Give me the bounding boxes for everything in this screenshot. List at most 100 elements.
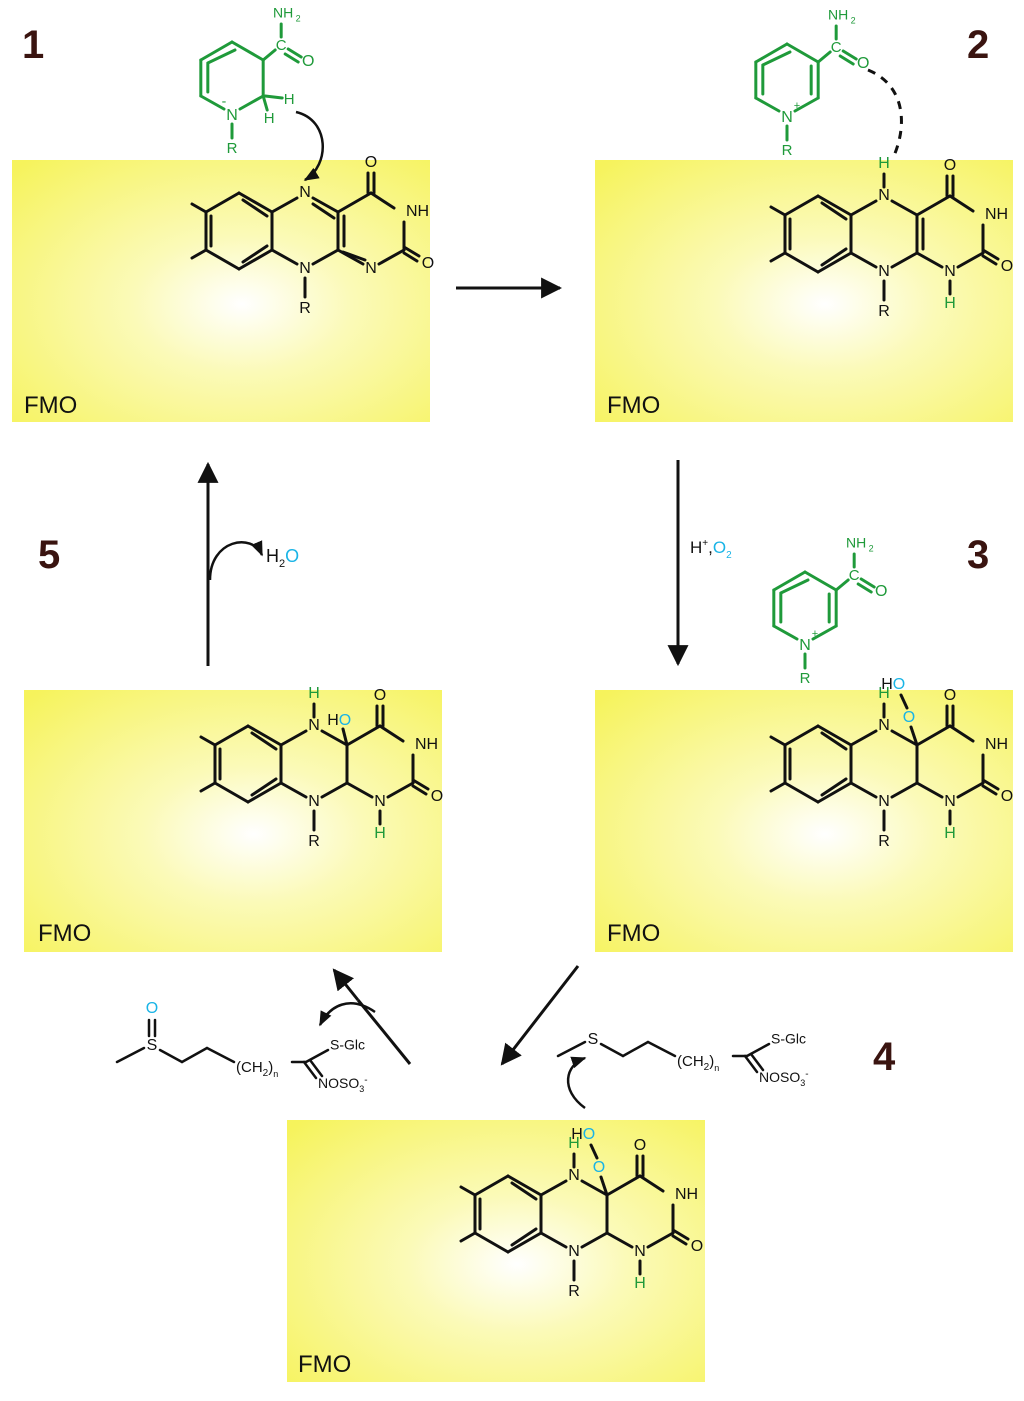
bond bbox=[377, 248, 406, 266]
atom-label: NH bbox=[273, 5, 293, 21]
atom-label: N bbox=[944, 793, 956, 810]
atom-label: N bbox=[634, 1243, 646, 1260]
bond bbox=[820, 777, 848, 797]
bond bbox=[859, 577, 876, 589]
bond bbox=[890, 199, 919, 217]
atom-label: H bbox=[308, 685, 320, 702]
arrow-4-to-5-base bbox=[356, 999, 412, 1065]
bond bbox=[816, 50, 832, 64]
atom-label: N bbox=[299, 260, 311, 277]
atom-label: O bbox=[302, 53, 314, 70]
bond bbox=[237, 248, 274, 271]
atom-label: R bbox=[568, 1283, 580, 1300]
bond bbox=[849, 729, 878, 747]
bond bbox=[369, 191, 396, 210]
bond bbox=[769, 735, 787, 747]
bond bbox=[115, 1046, 146, 1064]
bond bbox=[754, 42, 789, 64]
atom-label: H bbox=[878, 685, 890, 702]
bond bbox=[899, 693, 909, 710]
bond bbox=[793, 96, 820, 113]
atom-label: + bbox=[812, 628, 818, 640]
bond bbox=[459, 1185, 477, 1197]
bond bbox=[820, 731, 848, 751]
bond bbox=[599, 1042, 625, 1058]
atom-label: O bbox=[1001, 258, 1013, 275]
atom-label: O bbox=[944, 687, 956, 704]
bond bbox=[286, 47, 303, 59]
atom-label: N bbox=[568, 1167, 580, 1184]
bond bbox=[411, 778, 430, 791]
fmo-label-2: FMO bbox=[607, 392, 660, 419]
atom-label: O bbox=[583, 1126, 595, 1143]
bond bbox=[605, 1231, 634, 1249]
bond bbox=[205, 1046, 236, 1064]
atom-label: H bbox=[878, 155, 890, 172]
bond bbox=[459, 1231, 477, 1243]
bond bbox=[158, 1048, 184, 1064]
atom-label: N bbox=[799, 637, 811, 654]
water-release-arrow bbox=[208, 540, 264, 581]
atom-label: H bbox=[284, 91, 295, 108]
atom-label: H bbox=[374, 825, 386, 842]
atom-label: O bbox=[146, 1000, 158, 1017]
atom-label: 2 bbox=[296, 13, 301, 23]
atom-label: 2 bbox=[851, 15, 856, 25]
bond bbox=[241, 244, 269, 264]
fmo-label-4: FMO bbox=[298, 1351, 351, 1378]
bond bbox=[803, 570, 838, 592]
atom-label: N bbox=[365, 260, 377, 277]
bond bbox=[769, 781, 787, 793]
bond bbox=[539, 1231, 568, 1249]
atom-label: C bbox=[276, 37, 287, 54]
step-number-5: 5 bbox=[38, 533, 60, 577]
atom-label: O bbox=[691, 1238, 703, 1255]
atom-label: H bbox=[568, 1135, 580, 1152]
bond bbox=[539, 1179, 568, 1197]
atom-label: N bbox=[781, 109, 793, 126]
methylene-chain-label: (CH2)n bbox=[677, 1053, 719, 1073]
sulfate-oxime-label: NOSO3- bbox=[318, 1075, 368, 1094]
atom-label: C bbox=[831, 39, 842, 56]
bond bbox=[909, 725, 919, 747]
atom-label: N bbox=[878, 263, 890, 280]
atom-label: H bbox=[944, 295, 956, 312]
bond bbox=[599, 1175, 609, 1197]
atom-label: R bbox=[878, 303, 890, 320]
bond bbox=[783, 251, 820, 274]
bond bbox=[213, 724, 250, 747]
bond bbox=[506, 1174, 543, 1197]
bond bbox=[279, 729, 308, 747]
bond bbox=[849, 781, 878, 799]
bond bbox=[261, 48, 277, 62]
atom-label: H bbox=[634, 1275, 646, 1292]
bond bbox=[246, 724, 283, 747]
bond bbox=[956, 781, 985, 799]
bond bbox=[772, 570, 807, 592]
bond bbox=[402, 245, 421, 258]
bond bbox=[856, 582, 873, 594]
atom-label: R bbox=[800, 670, 811, 687]
atom-label: O bbox=[365, 154, 377, 171]
oxygen-transfer-arrow bbox=[566, 1056, 587, 1110]
atom-label: R bbox=[782, 142, 793, 159]
bond bbox=[948, 724, 975, 743]
bond bbox=[238, 94, 265, 111]
atom-label: H bbox=[944, 825, 956, 842]
atom-label: N bbox=[878, 793, 890, 810]
bond bbox=[890, 251, 919, 269]
bond bbox=[250, 731, 278, 751]
bond bbox=[473, 1231, 510, 1254]
bond bbox=[981, 254, 998, 266]
bond bbox=[283, 52, 300, 64]
bond bbox=[411, 784, 428, 796]
bond bbox=[230, 40, 265, 62]
bond bbox=[336, 191, 373, 214]
fmo-box-1 bbox=[12, 160, 430, 422]
step-number-4: 4 bbox=[873, 1035, 896, 1079]
